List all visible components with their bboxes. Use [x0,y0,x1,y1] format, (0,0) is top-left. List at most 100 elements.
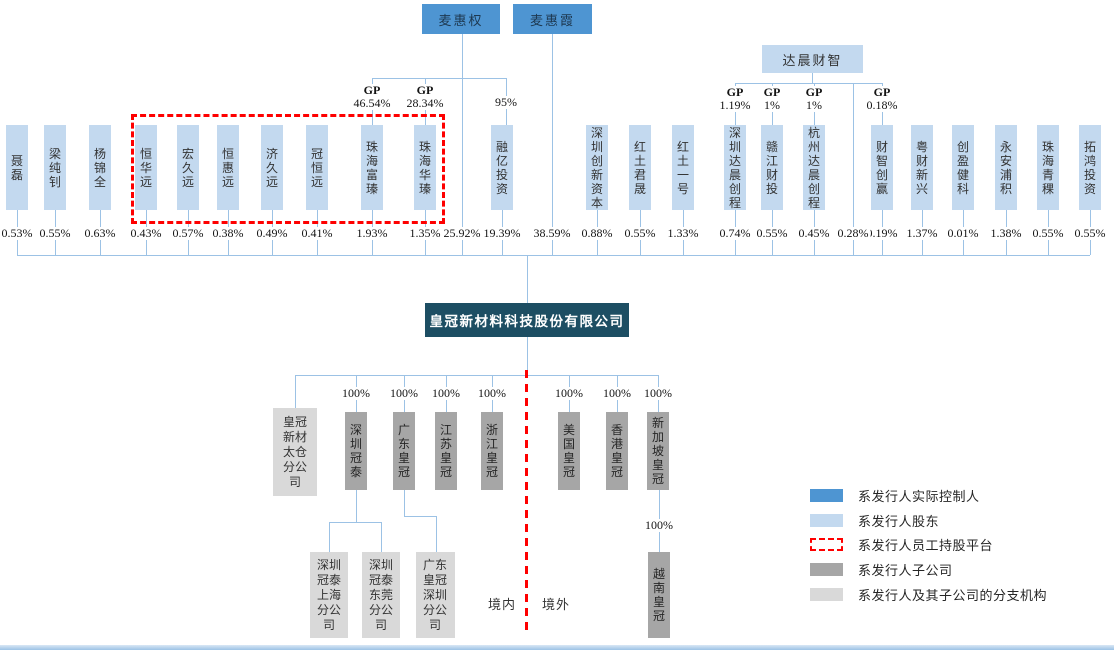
gp-label-pct: 28.34% [406,96,444,110]
ownership-pct: 0.49% [254,226,290,240]
employee-platform-outline [131,114,445,224]
shareholder-box: 创盈健科 [952,125,974,210]
gp-label-pct: 1.19% [719,98,751,112]
connector-line [735,83,882,84]
ownership-pct: 0.63% [82,226,118,240]
gp-label-line1: GP [873,85,891,99]
subsidiary-box: 新加坡皇冠 [647,412,669,490]
legend-label: 系发行人及其子公司的分支机构 [858,588,1048,603]
connector-line [404,516,436,517]
company-box: 皇冠新材料科技股份有限公司 [425,303,629,337]
shareholder-box: 恒华远 [135,125,157,210]
ownership-pct: 100% [553,386,585,400]
ownership-pct: 0.57% [170,226,206,240]
gp-label-pct: 46.54% [353,96,391,110]
subsidiary-box: 香港皇冠 [606,412,628,490]
legend-row: 系发行人股东 [810,511,939,530]
ownership-pct: 38.59% [531,226,573,240]
shareholder-box: 济久远 [261,125,283,210]
shareholder-box: 珠海青稞 [1037,125,1059,210]
subsidiary-branch-line [295,375,658,376]
connector-line [436,516,437,552]
shareholder-box: 梁纯钊 [44,125,66,210]
ownership-pct: 0.55% [37,226,73,240]
shareholder-box: 聂磊 [6,125,28,210]
ownership-bus-line [17,255,1090,256]
ownership-pct: 100% [476,386,508,400]
connector-line [853,83,854,255]
fund-manager-box: 达晨财智 [762,45,863,73]
ownership-pct: 100% [601,386,633,400]
subsidiary-box: 越南皇冠 [648,552,670,638]
ownership-pct: 0.55% [1030,226,1066,240]
legend-swatch-employee [810,538,843,551]
connector-line [527,337,528,375]
gp-label-line1: GP [763,85,781,99]
branch-office-box: 皇冠新材太仓分公司 [273,408,317,496]
shareholder-box: 冠恒远 [306,125,328,210]
ownership-pct: 1.35% [407,226,443,240]
shareholder-box: 珠海富瑧 [361,125,383,210]
shareholder-box: 红土君晟 [629,125,651,210]
ownership-pct: 0.55% [622,226,658,240]
ownership-pct: 0.41% [299,226,335,240]
connector-line [404,490,405,516]
subsidiary-box: 江苏皇冠 [435,412,457,490]
gp-label-line1: GP [805,85,823,99]
legend-row: 系发行人实际控制人 [810,486,980,505]
ownership-pct: 1.38% [988,226,1024,240]
connector-line [372,78,506,79]
shareholder-box: 杨锦全 [89,125,111,210]
gp-label-pct: 95% [495,95,517,109]
bottom-border-bar [0,645,1114,650]
gp-label-line1: GP [416,83,434,97]
legend-swatch-branch [810,588,843,601]
legend-row: 系发行人子公司 [810,560,953,579]
gp-label: 95% [493,96,519,109]
ownership-pct: 0.01% [945,226,981,240]
subsidiary-box: 美国皇冠 [558,412,580,490]
legend-swatch-shareholder [810,514,843,527]
boundary-label-overseas: 境外 [541,597,571,612]
ownership-pct: 100% [643,518,675,532]
shareholder-box: 拓鸿投资 [1079,125,1101,210]
shareholder-box: 深圳创新资本 [586,125,608,210]
shareholder-box: 赣江财投 [761,125,783,210]
ownership-pct: 0.43% [128,226,164,240]
connector-line [329,522,381,523]
ownership-pct: 1.37% [904,226,940,240]
shareholder-box: 恒惠远 [217,125,239,210]
connector-line [295,375,296,408]
ownership-pct: 1.33% [665,226,701,240]
ownership-pct: 1.93% [354,226,390,240]
connector-line [356,490,357,522]
ownership-pct: 0.53% [0,226,35,240]
connector-line [552,34,553,255]
gp-label-line1: GP [363,83,381,97]
shareholder-box: 宏久远 [177,125,199,210]
ownership-pct: 0.19% [864,226,900,240]
company-drop-line [527,255,528,303]
legend-swatch-subsidiary [810,563,843,576]
ownership-pct: 0.55% [754,226,790,240]
ownership-pct: 0.38% [210,226,246,240]
branch-office-box: 深圳冠泰上海分公司 [310,552,348,638]
shareholder-box: 深圳达晨创程 [724,125,746,210]
legend-label: 系发行人员工持股平台 [858,538,994,553]
shareholder-box: 财智创赢 [871,125,893,210]
legend-swatch-controller [810,489,843,502]
shareholder-box: 永安浦积 [995,125,1017,210]
connector-line [462,34,463,255]
ownership-pct: 100% [340,386,372,400]
subsidiary-box: 深圳冠泰 [345,412,367,490]
shareholder-box: 珠海华瑧 [414,125,436,210]
branch-office-box: 广东皇冠深圳分公司 [415,552,455,638]
legend-row: 系发行人及其子公司的分支机构 [810,585,1047,604]
legend-row: 系发行人员工持股平台 [810,535,993,554]
ownership-pct: 0.45% [796,226,832,240]
